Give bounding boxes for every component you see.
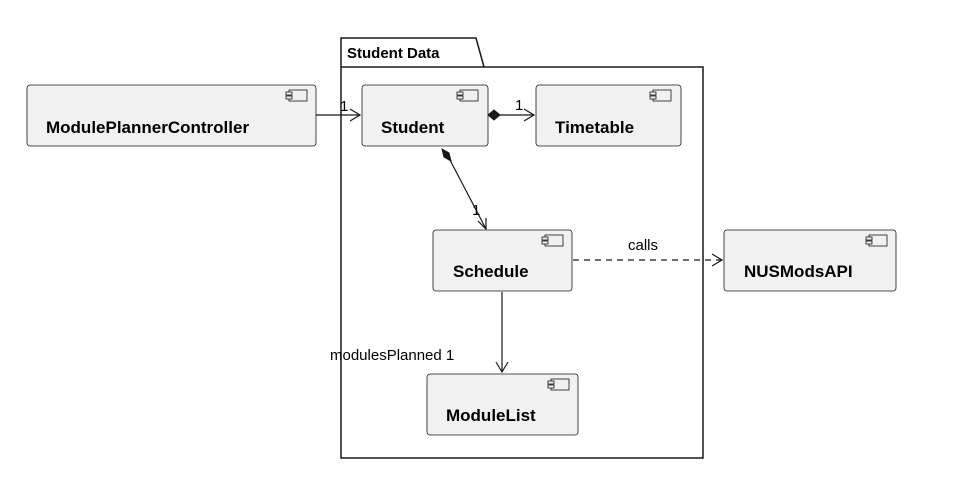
component-nusmodsapi[interactable]: NUSModsAPI <box>723 229 897 292</box>
component-label: Schedule <box>453 262 529 281</box>
multiplicity-controller-student: 1 <box>340 98 348 115</box>
arrowhead-schedule-api <box>711 253 724 267</box>
edges: 1 1 1 calls modulesPlanned 1 <box>316 97 724 374</box>
component-label: NUSModsAPI <box>744 262 853 281</box>
component-icon <box>649 89 672 102</box>
edge-student-schedule <box>449 159 487 230</box>
arrowhead-student-timetable <box>523 108 536 122</box>
arrowhead-schedule-modulelist <box>495 361 509 374</box>
component-label: ModulePlannerController <box>46 118 249 137</box>
component-module-planner-controller[interactable]: ModulePlannerController <box>26 84 317 147</box>
component-icon <box>541 234 564 247</box>
label-modules-planned: modulesPlanned 1 <box>330 347 454 364</box>
multiplicity-student-timetable: 1 <box>515 97 523 114</box>
arrowhead-controller-student <box>349 108 362 122</box>
component-icon <box>547 378 570 391</box>
component-icon <box>456 89 479 102</box>
component-timetable[interactable]: Timetable <box>535 84 682 147</box>
component-icon <box>285 89 308 102</box>
component-label: ModuleList <box>446 406 536 425</box>
package-title: Student Data <box>347 45 440 62</box>
arrowhead-student-schedule <box>477 218 487 231</box>
composition-diamond-timetable <box>487 109 501 121</box>
component-schedule[interactable]: Schedule <box>432 229 573 292</box>
component-student[interactable]: Student <box>361 84 489 147</box>
component-label: Timetable <box>555 118 634 137</box>
component-icon <box>865 234 888 247</box>
multiplicity-student-schedule: 1 <box>472 202 480 219</box>
label-calls: calls <box>628 237 658 254</box>
component-label: Student <box>381 118 445 137</box>
component-modulelist[interactable]: ModuleList <box>426 373 579 436</box>
